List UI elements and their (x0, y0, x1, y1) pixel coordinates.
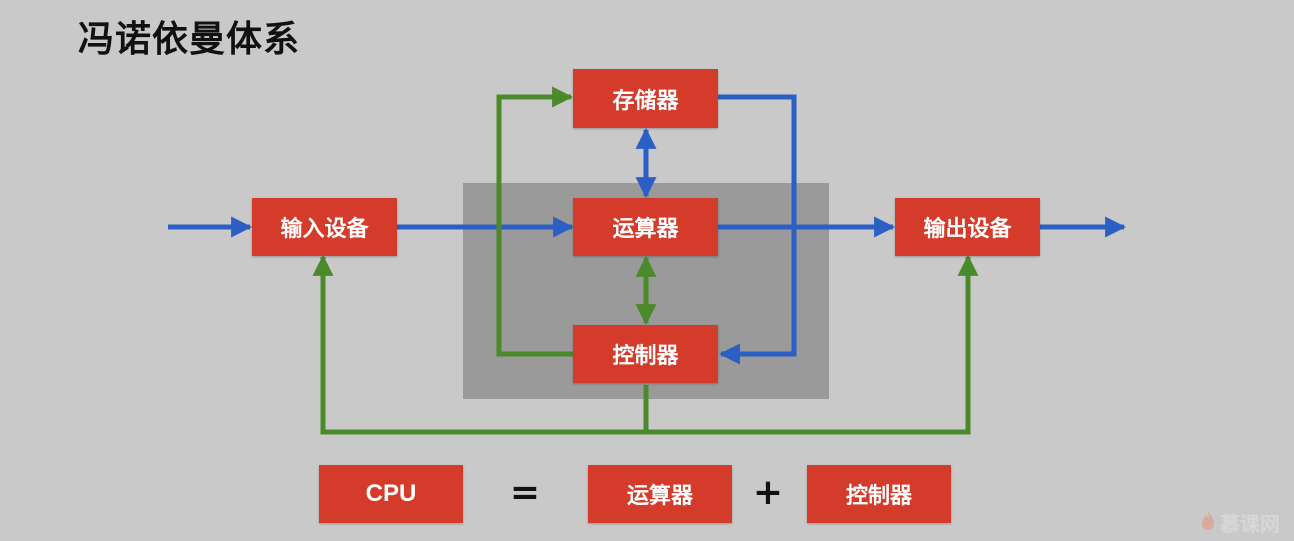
control-flow-arrows (312, 86, 979, 435)
data-flow-arrows (168, 94, 1127, 365)
page-title: 冯诺依曼体系 (78, 19, 301, 60)
output-device-box: 输出设备 (895, 198, 1040, 256)
control-box: 控制器 (573, 325, 718, 383)
flame-icon (1200, 509, 1216, 536)
alu-box: 运算器 (573, 198, 718, 256)
equals-sign: = (509, 472, 541, 513)
alu-term-box: 运算器 (588, 465, 732, 523)
arrow-control-to-input (312, 254, 649, 435)
arrow-control-to-output (646, 254, 979, 435)
plus-sign: + (752, 472, 784, 513)
cpu-box: CPU (319, 465, 463, 523)
watermark: 慕课网 (1200, 508, 1280, 537)
input-device-box: 输入设备 (252, 198, 397, 256)
watermark-text: 慕课网 (1220, 512, 1280, 536)
arrow-memory-to-control (718, 94, 797, 365)
arrow-control-to-memory (496, 86, 574, 357)
control-term-box: 控制器 (807, 465, 951, 523)
memory-box: 存储器 (573, 69, 718, 128)
